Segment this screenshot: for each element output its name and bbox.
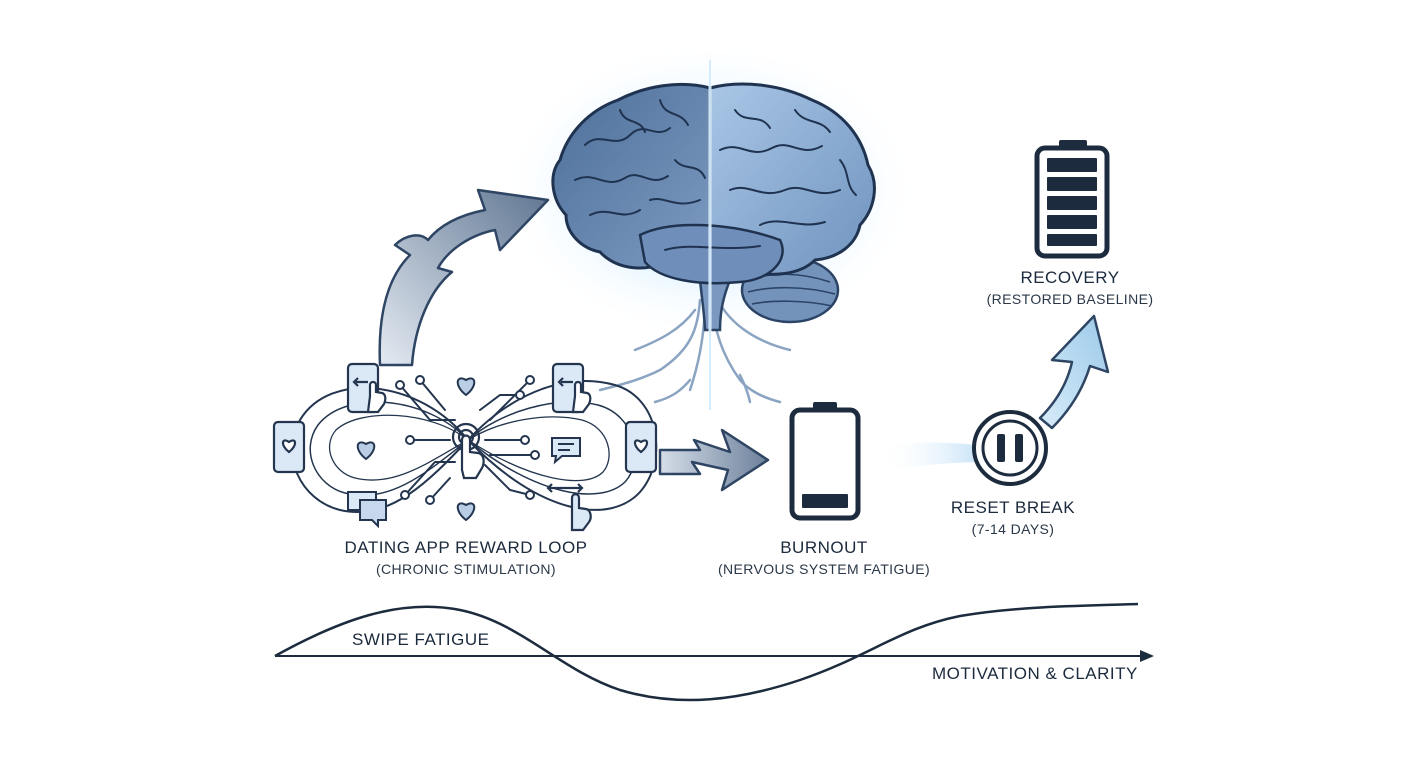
tap-hand-icon <box>546 483 592 532</box>
phone-heart-icon <box>272 420 306 474</box>
burnout-subtitle: (NERVOUS SYSTEM FATIGUE) <box>717 561 931 577</box>
recovery-title: RECOVERY <box>1020 268 1120 287</box>
up-arrow-icon <box>1038 314 1110 430</box>
chat-bubble-icon <box>551 437 581 465</box>
reset-break-subtitle: (7-14 DAYS) <box>971 521 1055 537</box>
swipe-fatigue-label: SWIPE FATIGUE <box>352 630 490 649</box>
circuit-nodes <box>395 375 540 505</box>
brain-icon <box>500 40 920 410</box>
lightning-arrow-icon <box>658 428 770 492</box>
pause-icon <box>972 410 1048 486</box>
heart-icon <box>456 502 476 522</box>
swipe-fatigue-curve <box>274 602 1139 702</box>
phone-swipe-icon <box>346 362 387 414</box>
reset-break-label: RESET BREAK (7-14 DAYS) <box>951 498 1075 537</box>
transition-streak <box>880 442 985 470</box>
recovery-subtitle: (RESTORED BASELINE) <box>986 291 1154 307</box>
reward-loop-subtitle: (CHRONIC STIMULATION) <box>375 561 557 577</box>
motivation-axis <box>275 650 1154 662</box>
burnout-title: BURNOUT <box>780 538 868 557</box>
heart-icon <box>356 441 376 461</box>
reward-loop-label: DATING APP REWARD LOOP (CHRONIC STIMULAT… <box>344 538 587 577</box>
reward-loop-title: DATING APP REWARD LOOP <box>344 538 588 557</box>
recovery-label: RECOVERY (RESTORED BASELINE) <box>987 268 1154 307</box>
full-battery-icon <box>1034 140 1110 259</box>
lightning-arrow-icon <box>378 188 550 367</box>
reward-loop-icon <box>291 379 658 513</box>
low-battery-icon <box>789 402 861 521</box>
chat-bubble-icon <box>347 491 387 529</box>
motivation-clarity-label: MOTIVATION & CLARITY <box>932 664 1138 683</box>
heart-icon <box>456 377 476 397</box>
burnout-label: BURNOUT (NERVOUS SYSTEM FATIGUE) <box>718 538 930 577</box>
tap-hand-icon <box>451 422 485 480</box>
phone-heart-icon <box>624 420 658 474</box>
reset-break-title: RESET BREAK <box>950 498 1076 517</box>
phone-swipe-icon <box>551 362 592 414</box>
